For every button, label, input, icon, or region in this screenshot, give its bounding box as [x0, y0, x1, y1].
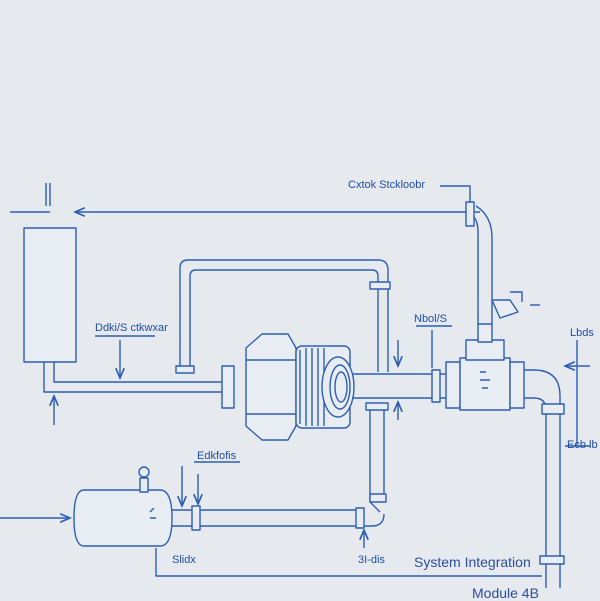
callout-leaders [95, 185, 471, 463]
main-union-fitting [221, 333, 355, 441]
bottom-mid-label: 3I-dis [358, 554, 385, 566]
control-valve [445, 201, 525, 411]
top-return-line [10, 183, 480, 212]
bottom-line [155, 530, 542, 577]
right-top-label: Lbds [570, 327, 594, 339]
bottom-callout-label: Edkfofis [197, 450, 237, 462]
mid-pipe [352, 330, 446, 420]
top-callout-label: Cxtok Stckloobr [348, 179, 426, 191]
vertical-tank [23, 227, 77, 363]
valve-instrument [491, 291, 540, 319]
lower-branch-pipe [168, 402, 389, 529]
left-callout-label: Ddki/S ctkwxar [95, 322, 168, 334]
diagram-title: System Integration [414, 554, 531, 570]
diagram-subtitle: Module 4B [472, 585, 539, 601]
right-mid-label: Ecb lb [567, 439, 598, 451]
upper-loop-pipe [175, 259, 391, 374]
valve-callout-label: Nbol/S [414, 313, 448, 325]
right-elbow-pipe [524, 340, 590, 588]
left-feed-pipe [43, 340, 222, 425]
bottom-left-label: Slidx [172, 554, 196, 566]
horizontal-tank [0, 466, 200, 547]
